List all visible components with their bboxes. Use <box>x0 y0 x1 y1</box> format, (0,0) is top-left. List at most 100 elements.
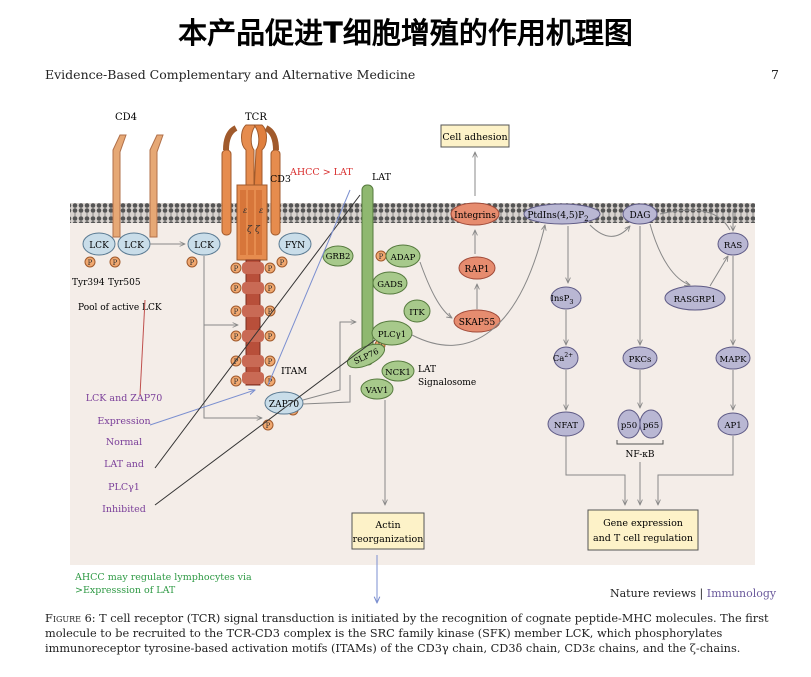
svg-text:ADAP: ADAP <box>390 253 416 263</box>
slp76-node <box>346 343 386 369</box>
cd3-chain-left <box>221 149 232 236</box>
lck-node-1 <box>82 232 116 256</box>
ahcc-lat-label: AHCC > LAT <box>289 167 353 178</box>
zap70-node <box>264 391 304 415</box>
svg-text:RASGRP1: RASGRP1 <box>674 295 717 305</box>
svg-text:LCK: LCK <box>194 241 214 251</box>
cd4-label: CD4 <box>115 112 137 123</box>
svg-text:Ca2+: Ca2+ <box>553 352 573 364</box>
integrins-node <box>450 202 500 226</box>
svg-text:P: P <box>379 253 384 261</box>
pkcs-node <box>622 346 658 370</box>
gene-expression-box <box>587 509 699 551</box>
lat-signalosome-label: LAT <box>418 365 436 375</box>
svg-text:P: P <box>268 308 273 316</box>
svg-text:p50: p50 <box>621 421 637 431</box>
svg-text:P: P <box>268 358 273 366</box>
tyr505-label: Tyr505 <box>108 278 141 288</box>
svg-text:P: P <box>88 259 93 267</box>
page-title: 本产品促进T细胞增殖的作用机理图 <box>178 16 633 50</box>
svg-text:P: P <box>113 259 118 267</box>
svg-text:SKAP55: SKAP55 <box>459 318 496 328</box>
itam-label: ITAM <box>281 366 307 377</box>
svg-text:AP1: AP1 <box>723 421 741 431</box>
tyr394-label: Tyr394 <box>72 278 105 288</box>
svg-text:Cell adhesion: Cell adhesion <box>442 132 507 143</box>
svg-text:P: P <box>268 285 273 293</box>
svg-text:GADS: GADS <box>377 280 403 290</box>
lat-top-label: LAT <box>372 172 392 183</box>
svg-text:P: P <box>280 259 285 267</box>
svg-text:Gene expression: Gene expression <box>603 518 683 529</box>
tcr-label: TCR <box>245 112 267 123</box>
figure-source: Nature reviews | Immunology <box>610 587 777 600</box>
svg-text:MAPK: MAPK <box>720 355 748 365</box>
svg-text:P: P <box>266 422 271 430</box>
svg-text:P: P <box>268 378 273 386</box>
svg-text:ZAP70: ZAP70 <box>269 400 300 410</box>
ahcc-annotations: LCK and ZAP70 Expression Normal LAT and … <box>86 393 163 515</box>
svg-text:LAT and: LAT and <box>104 459 144 470</box>
lck-node-3 <box>187 232 221 256</box>
svg-text:reorganization: reorganization <box>353 534 424 545</box>
rasgrp1-node <box>664 285 726 311</box>
svg-text:P: P <box>268 333 273 341</box>
svg-text:LCK: LCK <box>124 241 144 251</box>
cd3-chain-right <box>270 149 281 236</box>
svg-text:and T cell regulation: and T cell regulation <box>593 533 693 544</box>
svg-text:p65: p65 <box>643 421 659 431</box>
svg-text:ζ: ζ <box>247 225 253 235</box>
ap1-node <box>717 412 749 436</box>
svg-text:GRB2: GRB2 <box>326 252 351 262</box>
plcg1-node <box>371 320 413 346</box>
svg-text:VAV1: VAV1 <box>365 386 389 396</box>
cytoplasm-area <box>70 210 755 565</box>
svg-text:PLCγ1: PLCγ1 <box>378 330 406 340</box>
gads-node <box>372 271 408 295</box>
svg-text:LCK: LCK <box>89 241 109 251</box>
ptdins-node <box>523 203 601 225</box>
ahcc-note-line-2: >Expresssion of LAT <box>75 585 176 596</box>
svg-text:ITK: ITK <box>409 308 425 318</box>
lck-pool-label: Pool of active LCK <box>78 303 162 313</box>
grb2-node <box>322 245 354 267</box>
svg-text:Actin: Actin <box>374 520 400 531</box>
cd3-label: CD3 <box>270 174 291 185</box>
rap1-node <box>458 256 496 280</box>
svg-text:RAS: RAS <box>724 241 743 251</box>
svg-text:Integrins: Integrins <box>454 211 496 221</box>
svg-text:P: P <box>234 285 239 293</box>
svg-text:PKCs: PKCs <box>629 355 652 365</box>
svg-text:Normal: Normal <box>106 437 142 448</box>
cd4-chain-2 <box>149 134 164 238</box>
skap55-node <box>453 309 501 333</box>
svg-text:LCK and ZAP70: LCK and ZAP70 <box>86 393 163 404</box>
svg-text:P: P <box>234 358 239 366</box>
signalosome-label: Signalosome <box>418 378 476 388</box>
insp3-node <box>550 286 582 310</box>
dag-node <box>622 203 658 225</box>
svg-text:PtdIns(4,5)P2: PtdIns(4,5)P2 <box>527 210 588 223</box>
svg-text:P: P <box>190 259 195 267</box>
svg-text:P: P <box>234 308 239 316</box>
svg-text:FYN: FYN <box>285 241 305 251</box>
svg-text:DAG: DAG <box>630 211 651 221</box>
svg-text:ε: ε <box>259 206 263 215</box>
svg-text:P: P <box>234 265 239 273</box>
svg-text:RAP1: RAP1 <box>464 265 489 275</box>
mapk-node <box>715 346 751 370</box>
ahcc-note-line-1: AHCC may regulate lymphocytes via <box>74 572 252 583</box>
svg-text:InsP3: InsP3 <box>550 294 573 306</box>
fyn-node <box>278 232 312 256</box>
itk-node <box>403 299 431 323</box>
nfkb-label: NF-κB <box>626 450 655 460</box>
p65-node <box>639 409 663 439</box>
actin-reorganization-box <box>351 512 425 550</box>
svg-text:PLCγ1: PLCγ1 <box>108 482 140 493</box>
nck1-node <box>381 360 415 382</box>
lat-protein <box>361 184 374 366</box>
cell-adhesion-box <box>440 124 510 148</box>
svg-text:ζ: ζ <box>255 225 261 235</box>
svg-text:P: P <box>234 333 239 341</box>
